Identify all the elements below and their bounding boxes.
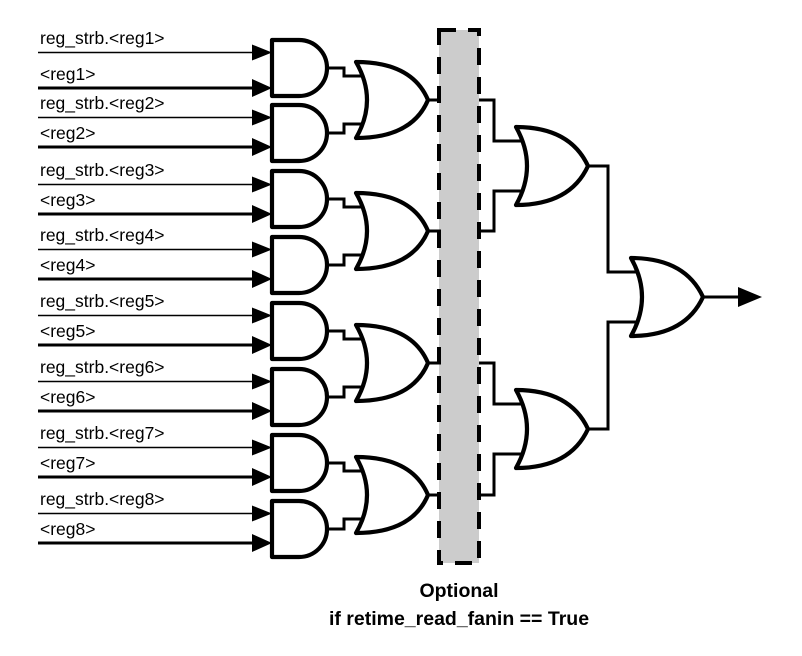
input-group-3: reg_strb.<reg3> <reg3> [38,160,272,223]
input-label-strobe-5: reg_strb.<reg5> [40,291,165,312]
wire-and6-to-or3 [327,385,364,399]
input-arrow-data-5 [252,336,272,354]
input-arrow-strobe-4 [252,241,272,258]
wire-box-to-or-l2-top-b [479,189,524,233]
or-gate-l2-top [513,124,591,208]
input-group-2: reg_strb.<reg2> <reg2> [38,93,272,156]
or-gate-l1-2 [353,190,431,272]
wire-and3-to-or2 [327,197,364,209]
input-label-data-5: <reg5> [40,321,95,341]
and-gate-6 [269,366,330,428]
input-group-4: reg_strb.<reg4> <reg4> [38,225,272,288]
input-arrow-strobe-7 [252,439,272,456]
optional-caption-line1: Optional [419,580,498,602]
or-gate-l2-bottom [513,387,591,471]
input-label-data-2: <reg2> [40,123,95,143]
input-group-6: reg_strb.<reg6> <reg6> [38,357,272,420]
or-gate-l1-1 [353,59,431,141]
input-label-data-7: <reg7> [40,453,95,473]
and-gate-7 [269,432,330,494]
input-arrow-data-4 [252,270,272,288]
input-label-strobe-6: reg_strb.<reg6> [40,357,165,378]
input-label-data-8: <reg8> [40,519,95,539]
input-arrow-data-3 [252,205,272,223]
and-gate-8 [269,498,330,560]
and-gate-4 [269,234,330,296]
input-arrow-strobe-1 [252,44,272,61]
input-label-data-1: <reg1> [40,64,95,84]
input-label-data-6: <reg6> [40,387,95,407]
wire-and5-to-or3 [327,329,364,341]
input-arrow-data-8 [252,534,272,552]
input-label-strobe-2: reg_strb.<reg2> [40,93,165,114]
input-label-strobe-8: reg_strb.<reg8> [40,489,165,510]
input-group-5: reg_strb.<reg5> <reg5> [38,291,272,354]
input-group-8: reg_strb.<reg8> <reg8> [38,489,272,552]
and-gate-5 [269,300,330,362]
input-arrow-data-1 [252,79,272,97]
wire-or-l2-top-to-final [588,164,639,274]
and-gate-1 [269,37,330,99]
input-group-7: reg_strb.<reg7> <reg7> [38,423,272,486]
wire-box-to-or-l2-bot-a [479,361,524,406]
optional-caption-line2: if retime_read_fanin == True [329,608,589,630]
wire-and7-to-or4 [327,461,364,473]
input-group-1: reg_strb.<reg1> <reg1> [38,28,272,97]
input-arrow-strobe-5 [252,307,272,324]
wire-and1-to-or1 [327,66,364,78]
input-arrow-data-6 [252,402,272,420]
wire-and8-to-or4 [327,517,364,531]
wire-and2-to-or1 [327,122,364,135]
input-label-strobe-3: reg_strb.<reg3> [40,160,165,181]
input-arrow-data-7 [252,468,272,486]
optional-retime-box [437,28,481,565]
input-arrow-strobe-3 [252,176,272,193]
input-label-strobe-7: reg_strb.<reg7> [40,423,165,444]
input-arrow-strobe-8 [252,505,272,522]
and-gate-3 [269,168,330,230]
input-arrow-strobe-2 [252,109,272,126]
output-arrow [738,287,762,307]
input-label-data-3: <reg3> [40,190,95,210]
or-gate-final [628,255,706,339]
input-arrow-strobe-6 [252,373,272,390]
input-arrow-data-2 [252,138,272,156]
input-label-strobe-4: reg_strb.<reg4> [40,225,165,246]
wire-box-to-or-l2-top-a [479,98,524,143]
or-gate-l1-3 [353,322,431,404]
or-gate-l1-4 [353,454,431,536]
wire-box-to-or-l2-bot-b [479,452,524,497]
wire-and4-to-or2 [327,253,364,267]
input-label-strobe-1: reg_strb.<reg1> [40,28,165,49]
and-gate-2 [269,102,330,164]
input-label-data-4: <reg4> [40,255,95,275]
wire-or-l2-bottom-to-final [588,320,639,431]
